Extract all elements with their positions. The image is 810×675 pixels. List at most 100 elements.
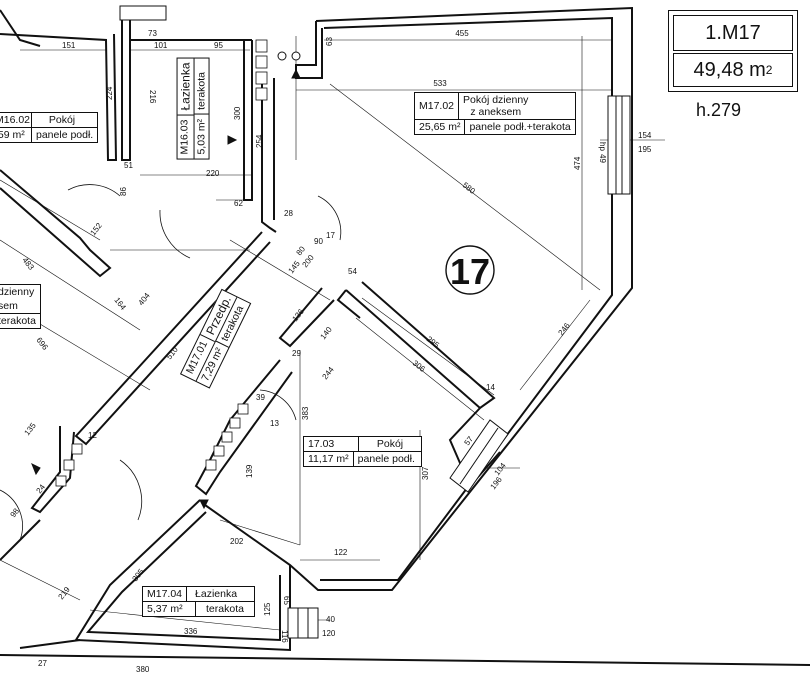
dim-13: 13 <box>270 419 279 428</box>
room-id: 17.03 <box>304 437 359 451</box>
room-area: 25,65 m² <box>415 120 466 134</box>
dim-152: 152 <box>88 221 104 237</box>
markers <box>31 51 301 510</box>
dim-380: 380 <box>136 665 150 674</box>
area-unit-sup: 2 <box>765 63 773 77</box>
room-floor: panele podł. <box>36 129 94 141</box>
dim-246: 246 <box>556 321 572 337</box>
dim-164: 164 <box>112 296 128 312</box>
room-name: Łazienka <box>195 588 238 600</box>
dim-305: 305 <box>130 567 146 583</box>
dim-216: 216 <box>148 90 157 104</box>
dim-295: 295 <box>425 334 441 350</box>
room-area: ,59 m² <box>0 128 32 142</box>
dim-125: 125 <box>263 602 272 616</box>
dim-404: 404 <box>136 291 152 307</box>
dim-224: 224 <box>105 86 114 100</box>
dim-14: 14 <box>486 383 495 392</box>
apartment-id-cell: 1.M17 <box>673 15 793 51</box>
dim-24: 24 <box>34 482 47 495</box>
dim-300: 300 <box>233 106 242 120</box>
room-name-line2: z aneksem <box>470 106 522 118</box>
dim-40: 40 <box>326 615 335 624</box>
room-label-m16-03: M16.03 Łazienka 5,03 m² terakota <box>176 57 210 160</box>
room-height: h.279 <box>696 100 742 120</box>
dim-196: 196 <box>488 475 504 491</box>
room-id: M16.02 <box>0 113 32 127</box>
room-floor: panele podł. <box>357 453 415 465</box>
room-id: M17.02 <box>415 93 460 119</box>
dim-154: 154 <box>638 131 652 140</box>
room-floor: terakota <box>195 71 208 110</box>
dim-65: 65 <box>282 596 291 605</box>
dim-17: 17 <box>326 231 335 240</box>
dim-145: 145 <box>286 259 302 275</box>
room-area: 5,37 m² <box>143 602 196 616</box>
dim-195: 195 <box>638 145 652 154</box>
dim-49: 49 <box>598 154 607 163</box>
dim-80: 80 <box>294 244 307 257</box>
dim-483: 483 <box>20 256 36 272</box>
dim-219: 219 <box>56 585 72 601</box>
dim-54: 54 <box>348 267 357 276</box>
apartment-area: 49,48 m <box>693 58 766 81</box>
dim-254: 254 <box>255 134 264 148</box>
room-name: Łazienka <box>178 62 193 111</box>
dim-580: 580 <box>461 180 477 196</box>
dim-63: 63 <box>325 37 334 46</box>
dim-95: 95 <box>214 41 223 50</box>
apartment-number: 17 <box>450 251 490 292</box>
room-name: Pokój dzienny z aneksem <box>459 93 532 119</box>
room-name-line2: sem <box>0 300 18 312</box>
dim-336: 336 <box>184 627 198 636</box>
outer-walls <box>0 6 810 666</box>
room-id: M17.04 <box>143 587 188 601</box>
dimension-lines <box>0 36 665 631</box>
room-label-m17-02: M17.02 Pokój dzienny z aneksem 25,65 m² … <box>414 92 576 135</box>
room-floor: terakota <box>0 315 36 327</box>
dim-104: 104 <box>492 461 508 477</box>
room-label-m17-04: M17.04 Łazienka 5,37 m² terakota <box>142 586 255 617</box>
dim-27: 27 <box>38 659 47 668</box>
apartment-number-marker: 17 <box>445 245 495 295</box>
room-floor: panele podł.+terakota <box>469 121 571 133</box>
room-floor: terakota <box>206 603 244 615</box>
dim-307: 307 <box>421 466 430 480</box>
dim-455: 455 <box>455 29 469 38</box>
ventilation-shafts <box>55 39 268 487</box>
dim-220: 220 <box>206 169 220 178</box>
dim-140: 140 <box>318 325 334 341</box>
dim-98: 98 <box>8 506 21 519</box>
dim-28: 28 <box>284 209 293 218</box>
dim-86: 86 <box>119 187 128 196</box>
room-label-m16-02: M16.02 Pokój ,59 m² panele podł. <box>0 112 99 143</box>
dim-122: 122 <box>334 548 348 557</box>
dim-306: 306 <box>411 358 427 374</box>
dim-139: 139 <box>245 464 254 478</box>
dim-101: 101 <box>154 41 168 50</box>
windows <box>119 5 631 639</box>
dim-62: 62 <box>234 199 243 208</box>
room-name-line1: dzienny <box>0 286 35 298</box>
dim-135: 135 <box>22 421 38 437</box>
room-name-line1: Pokój dzienny <box>463 94 529 106</box>
dim-29: 29 <box>292 349 301 358</box>
room-name: Pokój <box>376 438 404 450</box>
dim-120: 120 <box>322 629 336 638</box>
dim-90: 90 <box>314 237 323 246</box>
room-id: M16.03 <box>177 114 194 159</box>
dim-12: 12 <box>88 431 97 440</box>
room-name: Pokój <box>48 114 76 126</box>
apartment-id: 1.M17 <box>705 21 761 44</box>
room-area: 11,17 m² <box>304 452 354 466</box>
dim-51: 51 <box>124 161 133 170</box>
dim-696: 696 <box>34 336 50 352</box>
dim-hp: hp <box>598 142 607 151</box>
dim-474: 474 <box>573 156 582 170</box>
dim-383: 383 <box>301 406 310 420</box>
dim-533: 533 <box>433 79 447 88</box>
dim-73: 73 <box>148 29 157 38</box>
dim-39: 39 <box>256 393 265 402</box>
